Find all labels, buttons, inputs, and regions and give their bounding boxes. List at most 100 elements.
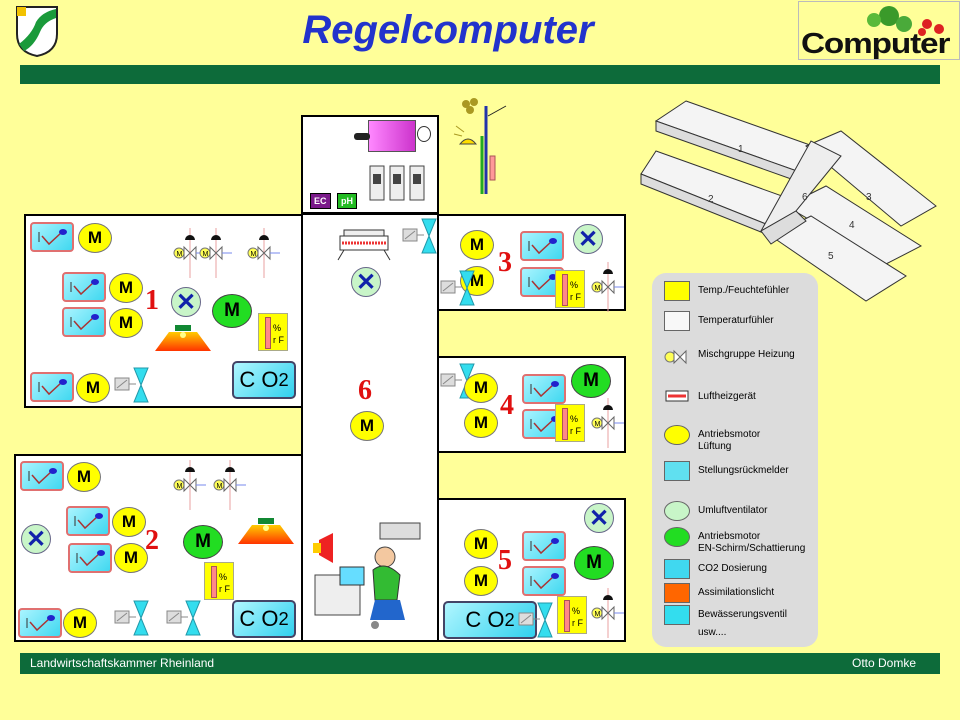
vent-motor-icon: M (464, 373, 498, 403)
assimilation-light-icon (238, 518, 294, 553)
co2-subscript: 2 (278, 369, 289, 390)
irrigation-valve-icon (518, 602, 558, 643)
position-feedback-icon (30, 222, 74, 252)
legend-item-temp-humidity-sensor: Temp./Feuchtefühler (698, 285, 789, 297)
ec-badge: EC (310, 193, 331, 209)
house-label-1: 1 (738, 144, 744, 155)
mixing-group-icon: M (172, 228, 208, 283)
pump-group-icon (369, 165, 425, 201)
legend-item-circulation-fan: Umluftventilator (698, 505, 767, 517)
temp-humidity-sensor-icon: %r F (204, 562, 234, 600)
temp-humidity-sensor-icon: % r F (258, 313, 288, 351)
circulation-fan-icon: ✕ (573, 224, 603, 254)
irrigation-valve-icon (664, 605, 690, 625)
temperature-sensor-icon (664, 311, 690, 331)
house-label-6: 6 (802, 192, 808, 203)
position-feedback-icon (20, 461, 64, 491)
sensor-rf: r F (570, 426, 581, 436)
mixing-group-icon: M (172, 460, 208, 515)
svg-text:M: M (595, 421, 601, 428)
vent-motor-icon (664, 425, 690, 445)
header-bar (20, 65, 940, 84)
legend-item-air-heater: Luftheizgerät (698, 391, 756, 403)
zone-number-1: 1 (145, 285, 159, 316)
irrigation-valve-icon (114, 600, 154, 641)
ph-badge: pH (337, 193, 357, 209)
legend-label: Umluftventilator (698, 505, 768, 516)
zone-number-3: 3 (498, 247, 512, 278)
air-heater-icon (664, 387, 690, 407)
sensor-rf: r F (572, 618, 583, 628)
screen-motor-icon (664, 527, 690, 547)
temp-humidity-sensor-icon (664, 281, 690, 301)
assimilation-light-icon (155, 325, 211, 360)
zone-number-6: 6 (358, 375, 372, 406)
legend-item-assimilation-light: Assimilationslicht (698, 587, 774, 599)
position-feedback-icon (520, 231, 564, 261)
plant-climate-sensor-icon (453, 98, 507, 194)
footer-organization: Landwirtschaftskammer Rheinland (30, 656, 215, 670)
sensor-percent: % (273, 323, 282, 333)
footer-author: Otto Domke (852, 656, 917, 670)
legend-label: Temp./Feuchtefühler (698, 285, 790, 296)
legend-label: Antriebsmotor (698, 429, 761, 440)
svg-text:M: M (177, 483, 183, 490)
position-feedback-icon (522, 566, 566, 596)
mixing-group-icon: M (198, 228, 234, 283)
dosing-tank-icon (368, 120, 416, 152)
zone-number-5: 5 (498, 545, 512, 576)
legend-label: Temperaturfühler (698, 315, 774, 326)
circulation-fan-icon (664, 501, 690, 521)
legend-label: Antriebsmotor (698, 531, 761, 542)
circulation-fan-icon: ✕ (21, 524, 51, 554)
vent-motor-icon: M (67, 462, 101, 492)
co2-icon (664, 559, 690, 579)
circulation-fan-icon: ✕ (171, 287, 201, 317)
legend-label: Stellungsrückmelder (698, 465, 789, 476)
air-heater-icon (336, 228, 392, 267)
divider (303, 212, 437, 215)
temp-humidity-sensor-icon: % r F (557, 596, 587, 634)
sensor-rf: r F (219, 584, 230, 594)
legend-label: Assimilationslicht (698, 587, 775, 598)
house-label-3: 3 (866, 192, 872, 203)
svg-text:M: M (217, 483, 223, 490)
vent-motor-icon: M (63, 608, 97, 638)
page-title: Regelcomputer (302, 8, 594, 52)
legend-item-position-feedback: Stellungsrückmelder (698, 465, 789, 477)
co2-subscript: 2 (504, 609, 515, 630)
vent-motor-icon: M (350, 411, 384, 441)
svg-text:M: M (177, 251, 183, 258)
legend-item-co2: CO2 Dosierung (698, 563, 767, 575)
co2-label: C O (465, 607, 505, 632)
svg-text:M: M (595, 285, 601, 292)
legend-label: Luftheizgerät (698, 391, 756, 402)
computer-logo: Computer (798, 1, 960, 60)
position-feedback-icon (522, 374, 566, 404)
vent-motor-icon: M (464, 529, 498, 559)
irrigation-valve-icon (166, 600, 206, 641)
circulation-fan-icon: ✕ (584, 503, 614, 533)
sensor-percent: % (570, 414, 579, 424)
mixing-group-icon: M (590, 398, 626, 453)
co2-label: C O (239, 606, 279, 631)
svg-text:M: M (595, 611, 601, 618)
sensor-rf: r F (273, 335, 284, 345)
zone-number-4: 4 (500, 390, 514, 421)
footer-bar (20, 653, 940, 674)
legend-item-temperature-sensor: Temperaturfühler (698, 315, 774, 327)
temp-humidity-sensor-icon: %r F (555, 270, 585, 308)
irrigation-valve-icon (440, 270, 480, 311)
house-label-5: 5 (828, 251, 834, 262)
mixing-group-icon: M (246, 228, 282, 283)
irrigation-valve-icon (114, 367, 154, 408)
sensor-percent: % (572, 606, 581, 616)
legend-item-mixing-group: Mischgruppe Heizung (698, 349, 795, 361)
screen-motor-icon: M (574, 546, 614, 580)
vent-motor-icon: M (109, 308, 143, 338)
vent-motor-icon: M (109, 273, 143, 303)
